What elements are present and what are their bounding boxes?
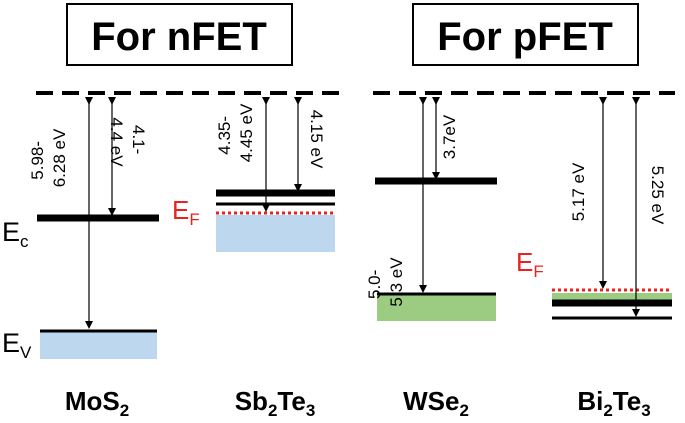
pfet-title-box: For pFET — [412, 3, 639, 66]
material-label-mos2: MoS2 — [65, 386, 129, 420]
wse2-bands: 3.7eV 5.0- 5.3 eV — [365, 97, 497, 321]
bi2te3-wf2-label: 5.25 eV — [648, 166, 667, 225]
mos2-ea-label: 4.1- 4.4 eV — [107, 117, 148, 167]
sb2te3-wf-label: 4.35- 4.45 eV — [215, 103, 256, 162]
ef-label-nfet: EF — [172, 195, 200, 229]
material-label-sb2te3: Sb2Te3 — [235, 386, 316, 420]
ec-label: Ec — [2, 217, 29, 251]
mos2-ip-label: 5.98- 6.28 eV — [28, 128, 69, 187]
sb2te3-band-fill — [216, 215, 335, 252]
ev-label: EV — [2, 328, 32, 362]
mos2-bands: 5.98- 6.28 eV 4.1- 4.4 eV — [28, 97, 159, 359]
nfet-title-box: For nFET — [66, 3, 293, 66]
sb2te3-bands: 4.35- 4.45 eV 4.15 eV — [215, 97, 335, 252]
mos2-valence-fill — [40, 331, 157, 359]
bi2te3-band-fill — [552, 293, 672, 300]
wse2-ea-label: 3.7eV — [440, 114, 459, 159]
wse2-valence-fill — [377, 294, 496, 321]
material-label-wse2: WSe2 — [403, 386, 469, 420]
material-label-bi2te3: Bi2Te3 — [577, 386, 650, 420]
bi2te3-wf1-label: 5.17 eV — [569, 162, 588, 221]
sb2te3-wf2-label: 4.15 eV — [307, 110, 326, 169]
bi2te3-bands: 5.17 eV 5.25 eV — [552, 97, 672, 320]
nfet-title: For nFET — [91, 15, 267, 59]
ef-label-pfet: EF — [516, 247, 544, 281]
wse2-ip-label: 5.0- 5.3 eV — [365, 257, 406, 307]
pfet-title: For pFET — [437, 15, 613, 59]
